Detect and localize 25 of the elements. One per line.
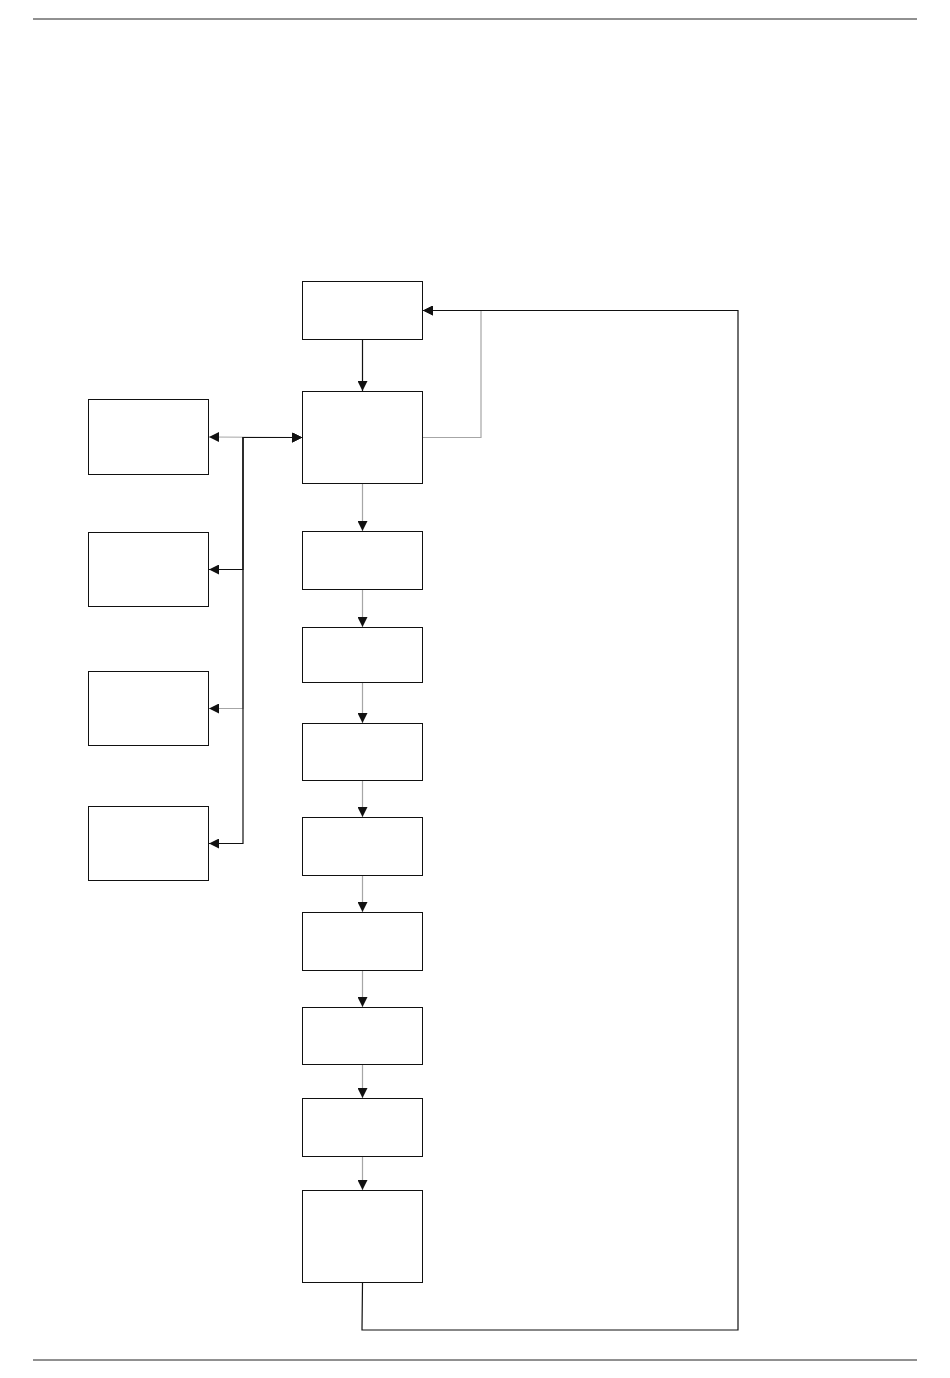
arrow bbox=[357, 589, 368, 628]
process-box bbox=[88, 532, 209, 607]
process-box bbox=[302, 912, 423, 971]
arrow bbox=[357, 970, 368, 1008]
arrow bbox=[357, 339, 368, 392]
process-box bbox=[302, 1007, 423, 1065]
process-box bbox=[302, 723, 423, 781]
arrow bbox=[357, 875, 368, 913]
process-box bbox=[88, 671, 209, 746]
arrow bbox=[357, 682, 368, 724]
process-box bbox=[302, 817, 423, 876]
process-box bbox=[302, 531, 423, 590]
arrow bbox=[357, 483, 368, 532]
arrow bbox=[357, 1156, 368, 1191]
arrow bbox=[208, 432, 303, 849]
process-box bbox=[302, 281, 423, 340]
process-box bbox=[302, 627, 423, 683]
arrow bbox=[357, 1064, 368, 1099]
process-box bbox=[302, 1098, 423, 1157]
process-box bbox=[88, 399, 209, 475]
arrow bbox=[357, 780, 368, 818]
arrow bbox=[361, 305, 739, 1331]
process-box bbox=[302, 1190, 423, 1283]
process-box bbox=[88, 806, 209, 881]
process-box bbox=[302, 391, 423, 484]
